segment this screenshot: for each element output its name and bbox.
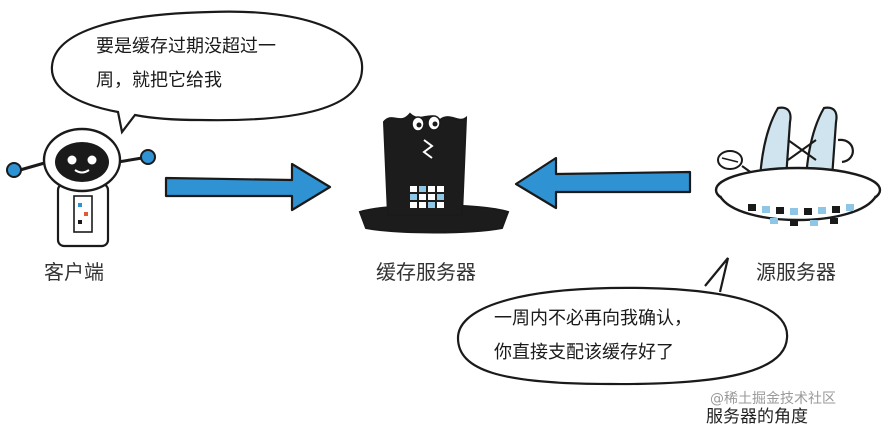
arrow-origin-to-cache: [514, 156, 692, 210]
watermark: @稀土掘金技术社区: [710, 391, 836, 407]
client-label: 客户端: [44, 260, 104, 284]
cache-server-grid: [410, 186, 444, 208]
origin-speech-bubble: [456, 257, 789, 386]
origin-bubble-line-2: 你直接支配该缓存好了: [494, 342, 674, 363]
origin-bubble-line-1: 一周内不必再向我确认，: [494, 308, 692, 329]
client-speech-bubble: [50, 10, 364, 135]
client-bubble-line-2: 周，就把它给我: [96, 70, 222, 91]
cache-server-hat-icon: [358, 112, 510, 234]
client-bubble-line-1: 要是缓存过期没超过一: [96, 36, 276, 57]
origin-server-label: 源服务器: [756, 260, 836, 284]
cache-server-label: 缓存服务器: [376, 260, 476, 284]
origin-server-saucer-icon: [714, 106, 882, 226]
caption-server-perspective: 服务器的角度: [706, 407, 808, 427]
arrow-client-to-cache: [164, 162, 332, 212]
client-robot-icon: [6, 127, 156, 248]
